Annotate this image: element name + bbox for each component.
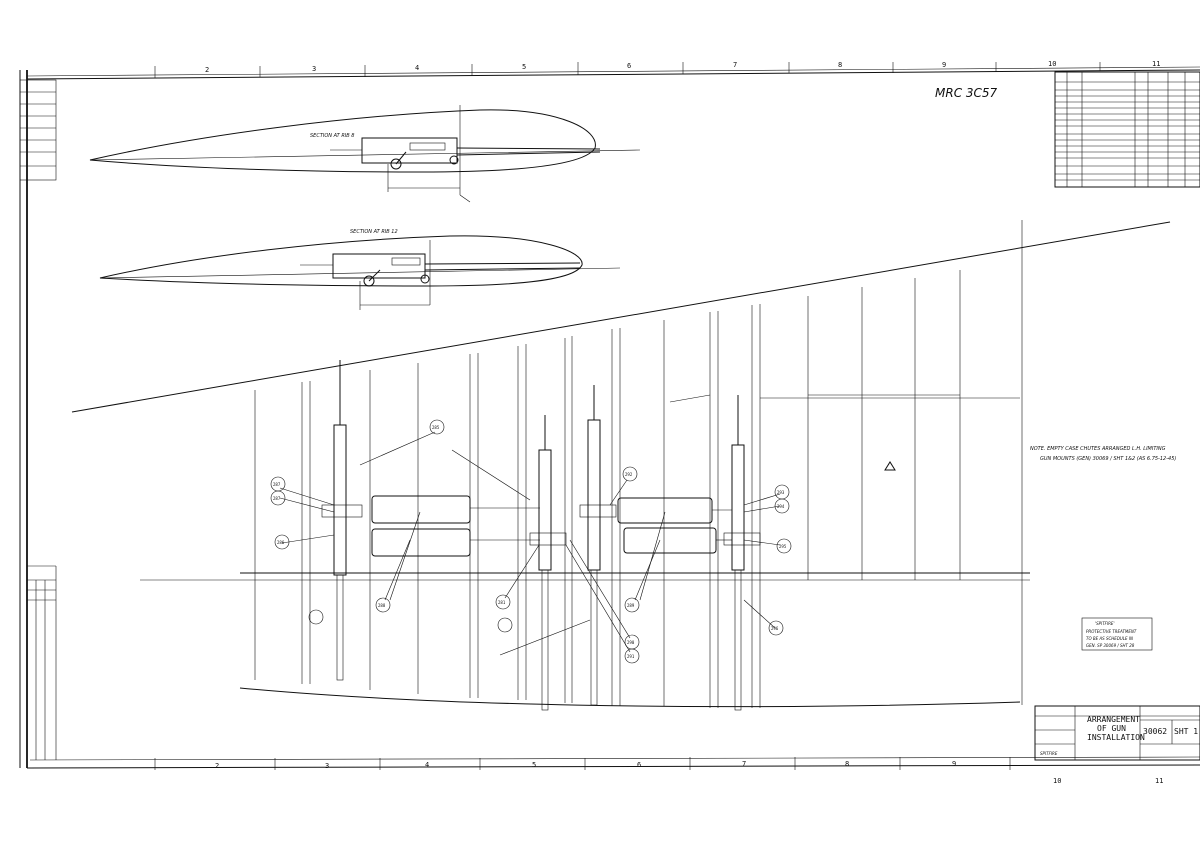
treatment-line-2: PROTECTIVE TREATMENT — [1086, 629, 1137, 634]
treatment-line-1: 'SPITFIRE' — [1095, 621, 1115, 626]
callout-numbers: 287 287 286 285 288 281 289 290 291 292 … — [273, 425, 787, 659]
grid-numbers-top: 2 3 4 5 6 7 8 9 10 11 — [205, 60, 1160, 74]
grid-bottom-2: 2 — [215, 762, 219, 770]
treatment-line-3: TO BE AS SCHEDULE IN — [1086, 636, 1133, 641]
grid-bottom-8: 8 — [845, 760, 849, 768]
callout-5: 288 — [378, 603, 386, 608]
treatment-line-4: GEN. SP 30069 / SHT 28 — [1086, 643, 1135, 648]
title-line-1: ARRANGEMENT — [1087, 715, 1140, 724]
grid-top-11: 11 — [1152, 60, 1160, 68]
archive-stamp: MRC 3C57 — [935, 86, 998, 100]
callout-13: 295 — [779, 544, 787, 549]
upper-wing-section: SECTION AT RIB 8 — [89, 105, 641, 203]
grid-bottom-3: 3 — [325, 762, 329, 770]
grid-bottom-7: 7 — [742, 760, 746, 768]
note-main: NOTE. EMPTY CASE CHUTES ARRANGED L.H. LI… — [1030, 446, 1166, 452]
callout-12: 294 — [777, 504, 785, 509]
left-revision-column — [19, 79, 57, 760]
title-line-3: INSTALLATION — [1087, 733, 1145, 742]
drawing-frame — [19, 62, 1200, 770]
grid-top-10: 10 — [1048, 60, 1056, 68]
callout-4: 285 — [432, 425, 440, 430]
callout-3: 286 — [277, 540, 285, 545]
leader-lines — [279, 431, 781, 656]
upper-section-label: SECTION AT RIB 8 — [310, 133, 354, 139]
grid-top-8: 8 — [838, 61, 842, 69]
lower-wing-section: SECTION AT RIB 12 — [99, 229, 621, 310]
callout-bubbles — [270, 419, 792, 664]
callout-1: 287 — [273, 482, 281, 487]
lower-section-label: SECTION AT RIB 12 — [350, 229, 398, 235]
grid-bottom-6: 6 — [637, 761, 641, 769]
callout-6: 281 — [498, 600, 506, 605]
ammunition-boxes — [371, 495, 732, 557]
grid-bottom-4: 4 — [425, 761, 429, 769]
callout-14: 296 — [771, 626, 779, 631]
grid-top-3: 3 — [312, 65, 316, 73]
callout-10: 292 — [625, 472, 633, 477]
callout-11: 293 — [777, 490, 785, 495]
protective-treatment-note: 'SPITFIRE' PROTECTIVE TREATMENT TO BE AS… — [1081, 617, 1153, 651]
grid-top-7: 7 — [733, 61, 737, 69]
title-line-2: OF GUN — [1097, 724, 1126, 733]
revision-table — [1054, 71, 1200, 188]
grid-top-4: 4 — [415, 64, 419, 72]
grid-numbers-bottom: 2 3 4 5 6 7 8 9 10 11 — [215, 760, 1163, 785]
grid-top-5: 5 — [522, 63, 526, 71]
callout-8: 290 — [627, 640, 635, 645]
grid-bottom-10: 10 — [1053, 777, 1061, 785]
callout-7: 289 — [627, 603, 635, 608]
grid-top-9: 9 — [942, 61, 946, 69]
gun-3 — [579, 385, 617, 706]
plan-view: 287 287 286 285 288 281 289 290 291 292 … — [71, 220, 1171, 711]
drawing-number: 30062 — [1143, 727, 1167, 736]
gun-4 — [723, 395, 761, 711]
grid-top-2: 2 — [205, 66, 209, 74]
note-sub: GUN MOUNTS (GEN) 30069 / SHT 1&2 (AS 6.7… — [1040, 456, 1176, 462]
grid-top-6: 6 — [627, 62, 631, 70]
datum-triangle — [884, 461, 896, 471]
gun-2 — [529, 415, 567, 711]
grid-bottom-11: 11 — [1155, 777, 1163, 785]
general-note: NOTE. EMPTY CASE CHUTES ARRANGED L.H. LI… — [1030, 446, 1176, 462]
title-block: ARRANGEMENT OF GUN INSTALLATION 30062 SH… — [1034, 705, 1200, 761]
gun-1 — [321, 360, 363, 681]
grid-bottom-9: 9 — [952, 760, 956, 768]
sheet-number: SHT 1 — [1174, 727, 1198, 736]
callout-9: 291 — [627, 654, 635, 659]
callout-2: 287 — [273, 496, 281, 501]
grid-bottom-5: 5 — [532, 761, 536, 769]
project-name: SPITFIRE — [1040, 751, 1058, 756]
rib-lines — [254, 220, 1023, 708]
